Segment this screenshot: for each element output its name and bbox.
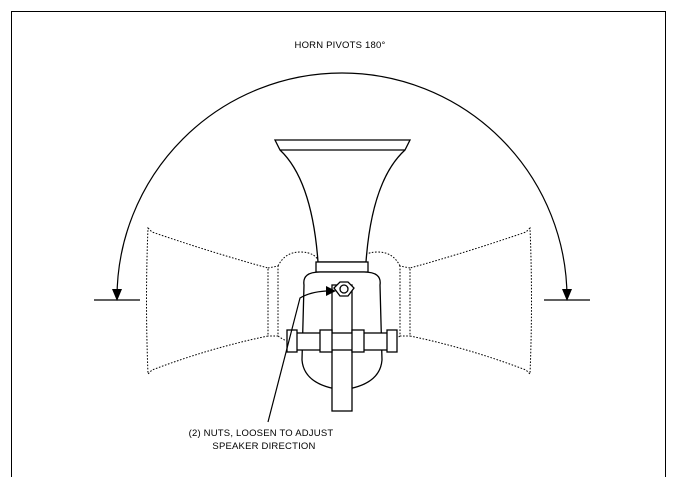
pivot-label: HORN PIVOTS 180° xyxy=(295,40,386,51)
mounting-bracket xyxy=(286,271,398,412)
diagram-frame xyxy=(11,11,666,477)
nuts-leader-line xyxy=(267,290,327,423)
horn-center xyxy=(273,139,412,273)
nuts-label-line2: SPEAKER DIRECTION xyxy=(212,441,315,452)
nuts-leader-arrow xyxy=(326,286,336,296)
nuts-label-line1: (2) NUTS, LOOSEN TO ADJUST xyxy=(189,428,334,439)
pivot-arc xyxy=(116,72,568,299)
pivot-arrow-right xyxy=(562,289,572,301)
horn-right-pivoted xyxy=(357,226,532,376)
pivot-arrow-left xyxy=(112,289,122,301)
